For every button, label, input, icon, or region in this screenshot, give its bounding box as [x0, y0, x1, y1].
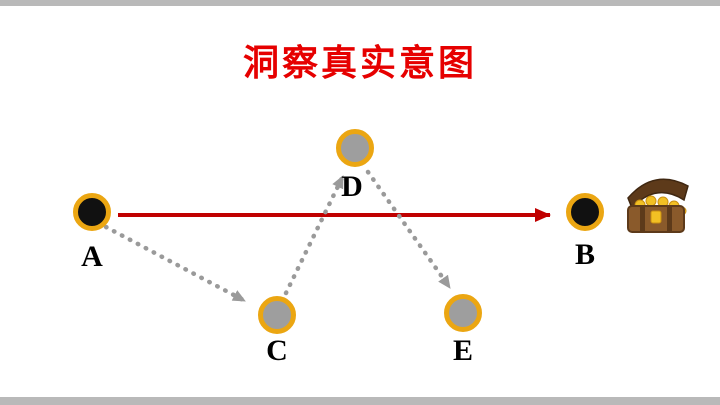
node-label-e: E — [452, 334, 473, 367]
page-title: 洞察真实意图 — [242, 42, 477, 83]
edge-d-e — [365, 169, 453, 291]
node-a — [73, 193, 111, 231]
node-c — [258, 296, 296, 334]
node-e — [444, 294, 482, 332]
node-d — [336, 129, 374, 167]
edge-c-d — [283, 173, 346, 296]
node-label-b: B — [574, 238, 595, 271]
bottom-border-bar — [0, 397, 720, 405]
treasure-chest-icon — [627, 178, 689, 233]
node-label-a: A — [81, 240, 103, 273]
edge-a-c — [103, 224, 248, 304]
node-label-c: C — [266, 334, 288, 367]
node-label-d: D — [341, 170, 363, 203]
top-border-bar — [0, 0, 720, 6]
node-b — [566, 193, 604, 231]
